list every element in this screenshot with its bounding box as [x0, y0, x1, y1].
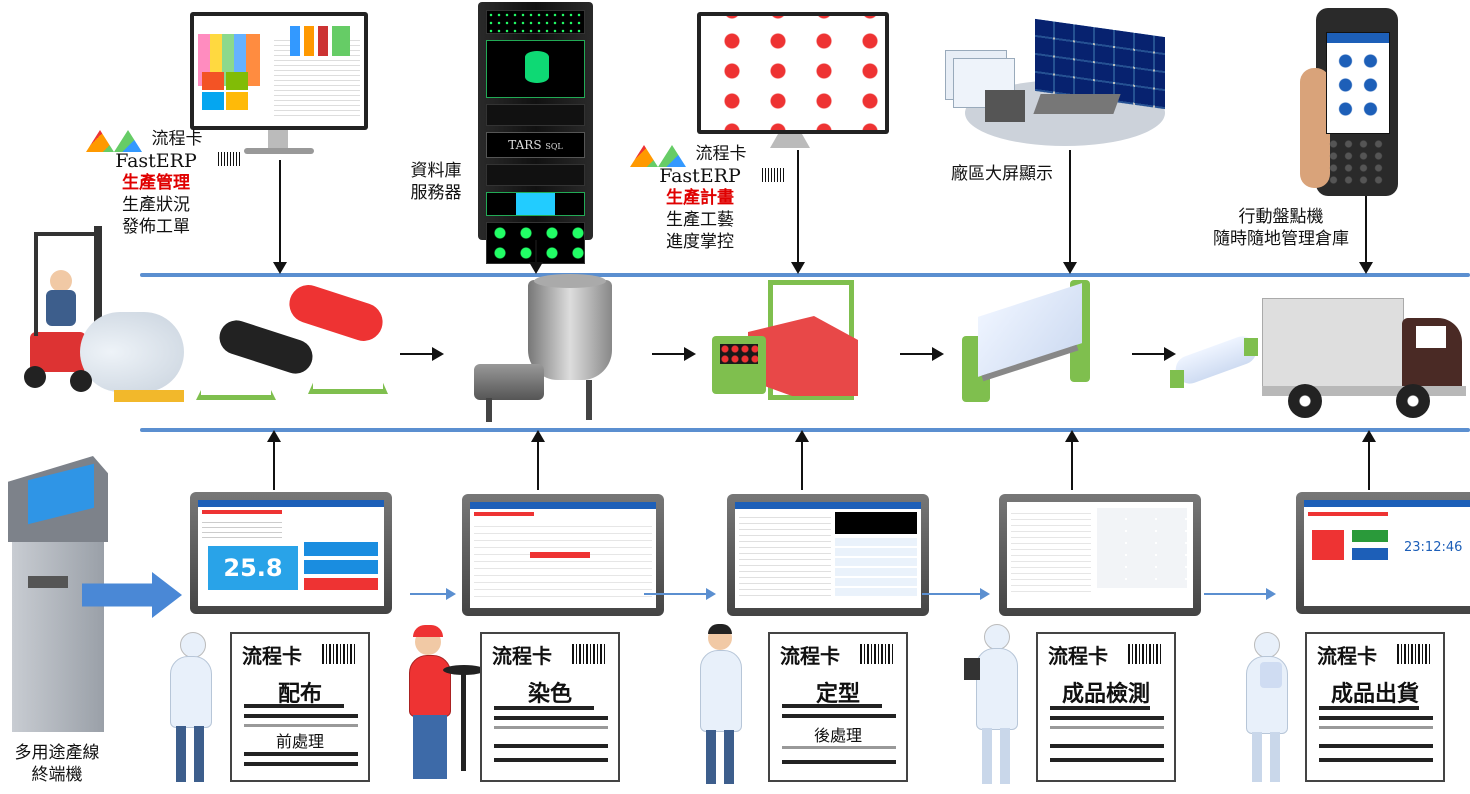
blue-arrow-3 — [922, 593, 988, 595]
kiosk-label: 多用途產線 終端機 — [2, 742, 112, 786]
flow-card-2: 流程卡 染色 — [480, 632, 620, 782]
arrow-tablet2-up — [537, 432, 539, 490]
arrow-tablet1-up — [273, 432, 275, 490]
flow-card-5-stage: 成品出貨 — [1307, 676, 1443, 708]
arrow-server-down — [535, 240, 537, 272]
erp-prod-line4: 生產狀況 — [108, 194, 204, 216]
fabric-roller-machine — [196, 280, 392, 400]
arrow-step1 — [400, 353, 442, 355]
flow-card-3: 流程卡 定型 後處理 — [768, 632, 908, 782]
barcode-icon-card1 — [322, 644, 356, 664]
arrow-step3 — [900, 353, 942, 355]
inspection-machine — [962, 280, 1098, 416]
kiosk-line1: 多用途產線 — [2, 742, 112, 764]
arrow-tablet4-up — [1071, 432, 1073, 490]
barcode-icon-card5 — [1397, 644, 1431, 664]
flow-card-3-sub: 後處理 — [770, 722, 906, 746]
arrow-tablet5-up — [1368, 432, 1370, 490]
flow-card-3-title: 流程卡 — [780, 640, 840, 669]
arrow-step4 — [1132, 353, 1174, 355]
db-server-rack: TARS SQL — [478, 2, 593, 240]
tablet-station-4 — [999, 494, 1201, 616]
fabric-roll — [1170, 330, 1260, 390]
handheld-line1: 行動盤點機 — [1206, 206, 1356, 228]
flow-card-1-title: 流程卡 — [242, 640, 302, 669]
blue-arrow-1 — [410, 593, 454, 595]
arrow-handheld-down — [1365, 196, 1367, 272]
server-brand: TARS — [508, 138, 541, 152]
barcode-icon-card3 — [860, 644, 894, 664]
arrow-erp-prod-down — [279, 160, 281, 272]
flow-card-1: 流程卡 配布 前處理 — [230, 632, 370, 782]
server-sub: SQL — [545, 142, 562, 151]
erp-prod-line1: 流程卡 — [108, 128, 204, 150]
arrow-tablet3-up — [801, 432, 803, 490]
arrow-big-screen-down — [1069, 150, 1071, 272]
handheld-scanner — [1316, 8, 1398, 196]
monitor2-stand — [770, 134, 810, 148]
arrow-step2 — [652, 353, 694, 355]
erp-plan-line3: 生產計畫 — [652, 187, 748, 209]
big-screen-label: 廠區大屏顯示 — [942, 163, 1062, 185]
forklift-illustration — [10, 222, 185, 422]
handheld-line2: 隨時隨地管理倉庫 — [1206, 228, 1356, 250]
worker-4 — [962, 622, 1022, 790]
db-server-label: 資料庫 服務器 — [398, 160, 474, 204]
flow-card-4: 流程卡 成品檢測 — [1036, 632, 1176, 782]
tablet-station-5: 23:12:46 — [1296, 492, 1470, 614]
erp-plan-line1: 流程卡 — [652, 143, 748, 165]
database-icon — [525, 51, 549, 83]
flow-card-2-stage: 染色 — [482, 676, 618, 708]
dyeing-machine — [466, 280, 608, 424]
flow-card-4-title: 流程卡 — [1048, 640, 1108, 669]
flow-card-5-title: 流程卡 — [1317, 640, 1377, 669]
tablet5-time: 23:12:46 — [1404, 540, 1462, 555]
erp-plan-line5: 進度掌控 — [652, 231, 748, 253]
erp-plan-line4: 生產工藝 — [652, 209, 748, 231]
flow-card-5: 流程卡 成品出貨 — [1305, 632, 1445, 782]
control-room-illustration — [945, 10, 1170, 150]
barcode-icon-card4 — [1128, 644, 1162, 664]
db-server-line2: 服務器 — [398, 182, 474, 204]
erp-prod-line2: FastERP — [108, 150, 204, 172]
tablet-station-2 — [462, 494, 664, 616]
worker-2 — [405, 625, 485, 790]
barcode-icon-2 — [762, 168, 784, 182]
worker-3 — [684, 624, 744, 790]
erp-monitor-1 — [190, 12, 368, 130]
tablet1-value: 25.8 — [208, 546, 298, 590]
kiosk-line2: 終端機 — [2, 764, 112, 786]
erp-monitor-2 — [697, 12, 889, 134]
tablet-station-1: 25.8 — [190, 492, 392, 614]
erp-plan-label: 流程卡 FastERP 生產計畫 生產工藝 進度掌控 — [652, 143, 748, 253]
tablet-station-3 — [727, 494, 929, 616]
barcode-icon-card2 — [572, 644, 606, 664]
blue-arrow-4 — [1204, 593, 1274, 595]
worker-1 — [162, 628, 222, 788]
arrow-erp-plan-down — [797, 150, 799, 272]
handheld-label: 行動盤點機 隨時隨地管理倉庫 — [1206, 206, 1356, 250]
erp-plan-line2: FastERP — [652, 165, 748, 187]
flow-card-1-sub: 前處理 — [232, 728, 368, 752]
upper-rail — [140, 273, 1470, 277]
stenter-machine — [708, 280, 868, 416]
db-server-line1: 資料庫 — [398, 160, 474, 182]
worker-5 — [1236, 628, 1296, 788]
monitor-base — [244, 148, 314, 154]
wheel-icon — [1288, 384, 1322, 418]
windows-logo-icon — [202, 72, 250, 112]
flow-card-2-title: 流程卡 — [492, 640, 552, 669]
erp-prod-line3: 生產管理 — [108, 172, 204, 194]
monitor-stand — [268, 130, 288, 148]
blue-arrow-2 — [644, 593, 714, 595]
flow-card-4-stage: 成品檢測 — [1038, 676, 1174, 708]
delivery-truck — [1262, 298, 1470, 422]
barcode-icon — [218, 152, 240, 166]
wheel-icon-2 — [1396, 384, 1430, 418]
